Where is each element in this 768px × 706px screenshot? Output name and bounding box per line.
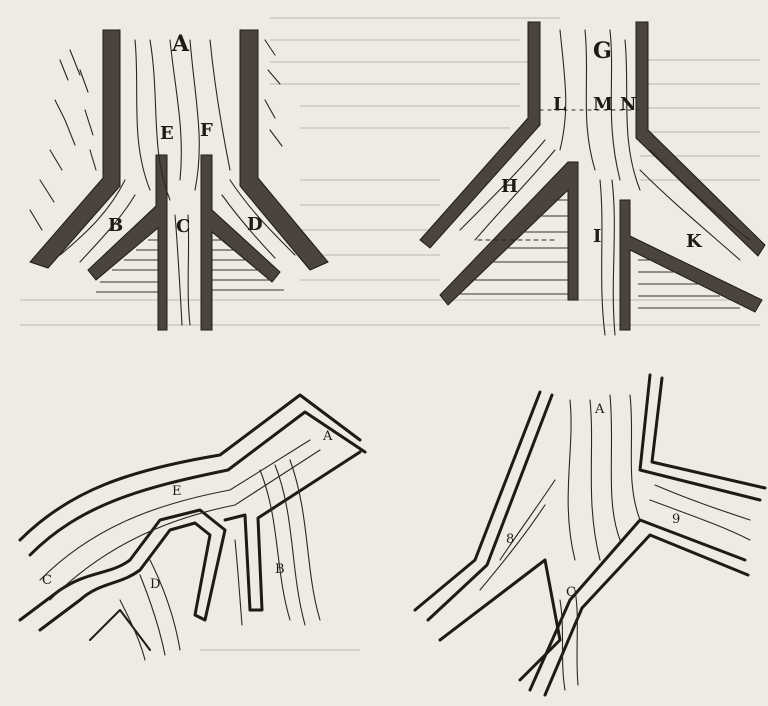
figure-top-left (30, 30, 328, 330)
bleed-through-text (20, 18, 760, 650)
foliage-right (265, 40, 282, 146)
label-c-top-left: C (176, 218, 190, 236)
label-i-top-right: I (593, 228, 601, 246)
label-8-bottom-right: 8 (506, 533, 514, 546)
label-l-top-right: L (553, 96, 566, 114)
label-c-bottom-right: C (566, 586, 576, 599)
label-n-top-right: N (620, 96, 636, 114)
label-c-bottom-left: C (42, 574, 52, 587)
label-b-top-left: B (108, 217, 123, 235)
label-e-bottom-left: E (172, 485, 182, 498)
label-h-top-right: H (501, 178, 518, 196)
figure-bottom-left (20, 395, 365, 660)
label-a-top-left: A (172, 33, 189, 55)
label-k-top-right: K (686, 233, 702, 251)
label-d-bottom-left: D (150, 578, 160, 591)
figure-bottom-right (415, 375, 765, 695)
figure-top-right (420, 22, 765, 335)
label-m-top-right: M (593, 96, 613, 114)
label-f-top-left: F (200, 122, 213, 140)
shaded-wedge-h (458, 200, 568, 294)
label-a-bottom-left: A (323, 430, 332, 443)
label-a-bottom-right: A (595, 403, 604, 416)
label-d-top-left: D (247, 216, 263, 234)
label-9-bottom-right: 9 (672, 513, 680, 526)
label-b-bottom-left: B (275, 563, 285, 576)
flow-lines-bottom-left (40, 440, 320, 660)
label-e-top-left: E (160, 125, 174, 143)
label-g-top-right: G (593, 40, 612, 62)
